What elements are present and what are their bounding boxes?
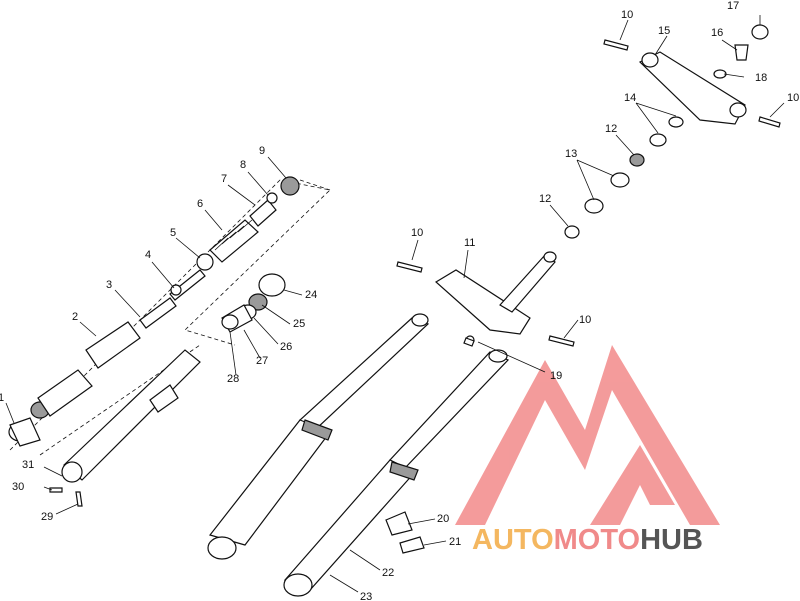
callout-13: 13 [565,148,577,160]
callout-25: 25 [293,318,305,330]
callout-20: 20 [437,513,449,525]
callout-30: 30 [12,481,24,493]
fork-internal-parts [8,176,300,447]
callout-11: 11 [464,237,475,249]
part-25-nut [248,293,268,311]
callout-8: 8 [240,159,246,171]
part-7-spacer [249,199,277,227]
callout-28: 28 [227,373,239,385]
callout-18: 18 [755,72,767,84]
callout-2: 2 [72,311,78,323]
callout-26: 26 [280,341,292,353]
bolts [49,39,781,554]
part-8-oring [266,192,278,204]
callout-31: 31 [22,459,34,471]
callout-9: 9 [259,145,265,157]
watermark-logo-icon [455,345,720,525]
part-5-piston [196,253,214,271]
part-17-nut [751,24,769,40]
callout-27: 27 [256,355,268,367]
callout-16: 16 [711,27,723,39]
left-lower-leg [61,349,201,483]
lower-triple-clamp [434,251,557,345]
part-14-seal [649,133,667,147]
right-fork-tube [283,349,510,597]
part-20-bracket [385,511,413,536]
part-13-race-lower [584,198,604,214]
center-fork-tube [207,313,430,560]
callout-24: 24 [305,289,317,301]
assembly-guide-lines [9,179,331,456]
part-9-cap [280,176,300,196]
watermark-word-moto: MOTO [554,524,640,556]
callout-21: 21 [449,536,461,548]
callout-15: 15 [658,25,670,37]
part-3-rod [139,297,177,329]
callout-14: 14 [624,92,636,104]
part-21-reflector [399,536,425,554]
part-16-bolt [734,44,749,61]
part-24-cap [258,273,286,297]
callout-7: 7 [221,173,227,185]
damper-parts [221,273,286,333]
callout-4: 4 [145,249,151,261]
part-30-screw [49,487,63,493]
part-29-bolt [75,491,83,507]
part-13-race-upper [610,172,630,188]
callout-12-lower: 12 [539,193,551,205]
watermark-word-auto: AUTO [472,524,554,556]
steering-bearings [564,24,769,239]
callout-5: 5 [170,227,176,239]
callout-1: 1 [0,392,4,404]
callout-10-top: 10 [621,9,633,21]
callout-23: 23 [360,591,372,601]
part-12-nut-lower [564,225,580,239]
callout-19: 19 [550,370,562,382]
leader-lines [5,15,785,593]
part-14-seal-b [668,116,684,128]
callout-10-lower: 10 [579,314,591,326]
part-6-spring [209,219,259,263]
part-12-nut-upper [629,153,645,167]
callout-29: 29 [41,511,53,523]
callout-10-right: 10 [787,92,799,104]
part-28-bushing [221,314,239,330]
callout-3: 3 [106,279,112,291]
callout-6: 6 [197,198,203,210]
callout-17: 17 [727,0,739,12]
upper-triple-clamp [638,51,747,125]
watermark-word-hub: HUB [640,524,703,556]
part-2-tube [37,369,93,417]
callout-22: 22 [382,567,394,579]
callout-12-upper: 12 [605,123,617,135]
callout-10-mid: 10 [411,227,423,239]
watermark-wordmark: AUTOMOTOHUB [472,524,703,556]
